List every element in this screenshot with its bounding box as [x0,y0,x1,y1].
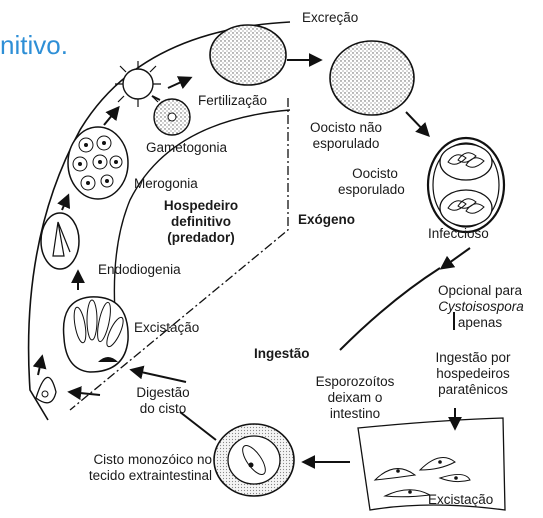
label-deixam-o: deixam o [300,390,410,406]
label-merogonia: Merogonia [134,176,198,192]
endodyogeny-cell [41,213,79,269]
label-apenas: apenas [420,315,540,331]
oocyst-top [210,25,286,85]
macrogamete [154,99,190,135]
meront [68,127,128,199]
label-excrecao: Excreção [302,10,358,26]
label-esporulado-2: esporulado [338,182,405,198]
label-paratenicos: paratênicos [412,382,534,398]
label-endodiogenia: Endodiogenia [98,262,181,278]
label-exogeno: Exógeno [298,212,355,228]
label-cisto-mono: Cisto monozóico no [40,452,212,468]
label-intestino: intestino [300,406,410,422]
released-zoite [36,377,56,402]
label-esporozoitos: Esporozoítos [300,374,410,390]
monozoic-cyst [214,424,294,496]
label-infeccioso: Infeccioso [428,226,489,242]
label-esporulado-1: esporulado [296,136,396,152]
excysting-cyst [64,297,129,372]
label-tecido: tecido extraintestinal [40,468,212,484]
label-fertilizacao: Fertilização [198,93,267,109]
label-excistacao-2: Excistação [428,492,493,508]
label-definitivo: definitivo [146,214,256,230]
microgamont [115,61,161,107]
label-opcional: Opcional para [420,283,540,299]
label-ingestao: Ingestão [254,346,310,362]
label-oocisto-nao: Oocisto não [296,120,396,136]
label-digestao: Digestão [128,385,198,401]
label-cystoisospora: Cystoisospora [420,299,542,315]
label-predador: (predador) [146,230,256,246]
label-excistacao-1: Excistação [134,320,199,336]
oocyst-sporulated [428,138,504,232]
label-oocisto: Oocisto [330,166,420,182]
label-do-cisto: do cisto [128,401,198,417]
label-hospedeiros: hospedeiros [412,366,534,382]
label-gametogonia: Gametogonia [146,140,227,156]
label-ingestao-por: Ingestão por [412,350,534,366]
oocyst-unsporulated [330,41,414,115]
label-hospedeiro: Hospedeiro [146,198,256,214]
